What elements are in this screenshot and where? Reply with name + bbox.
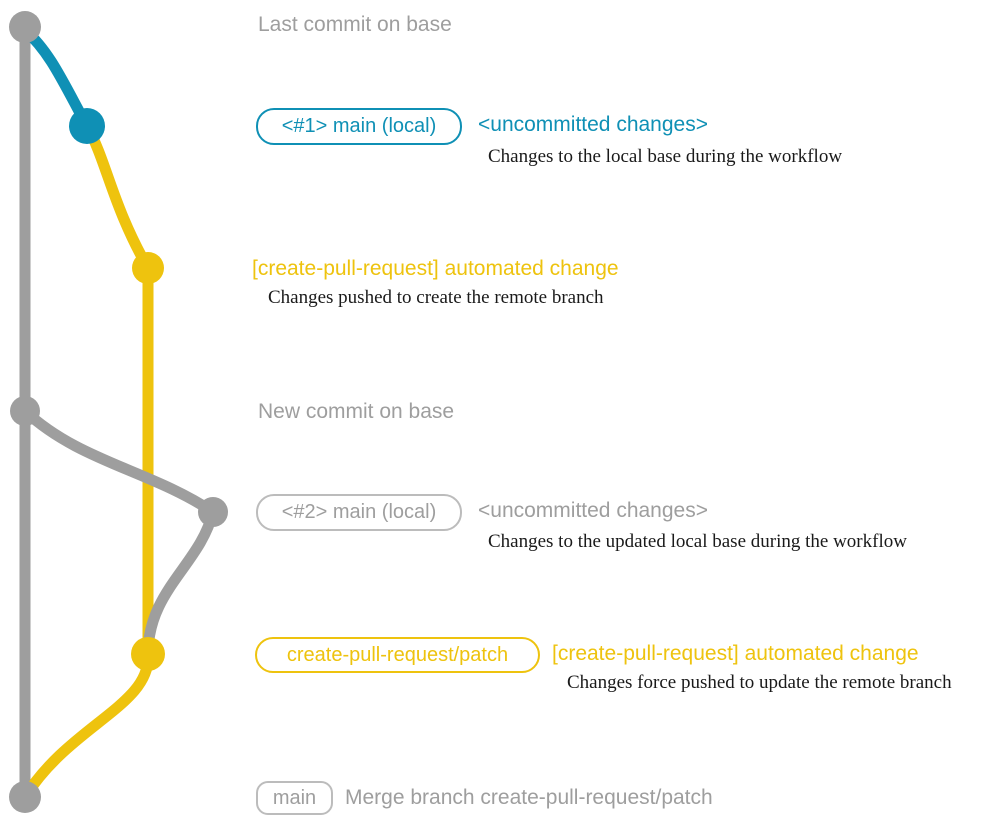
- commit-dot-automated-2: [131, 637, 165, 671]
- branch-badge-patch: create-pull-request/patch: [255, 637, 540, 673]
- label-automated-change-1: [create-pull-request] automated change: [252, 257, 619, 280]
- branch-badge-main: main: [256, 781, 333, 815]
- branch-badge-main-local-2-label: <#2> main (local): [281, 501, 437, 523]
- label-new-commit-on-base: New commit on base: [258, 400, 455, 423]
- commit-dot-uncommitted-1: [69, 108, 105, 144]
- desc-automated-change-2: Changes force pushed to update the remot…: [567, 672, 952, 693]
- branch-badge-main-local-1-label: <#1> main (local): [281, 115, 437, 137]
- local-to-patch-edge: [142, 506, 219, 660]
- label-last-commit-on-base: Last commit on base: [258, 13, 452, 36]
- git-graph: [9, 11, 228, 813]
- commit-dot-new-base: [10, 396, 40, 426]
- branch-badge-main-local-1: <#1> main (local): [256, 108, 462, 145]
- commit-dot-uncommitted-2: [198, 497, 228, 527]
- branch-badge-patch-label: create-pull-request/patch: [286, 643, 509, 666]
- commit-dot-last-base: [9, 11, 41, 43]
- label-uncommitted-changes-2: <uncommitted changes>: [478, 499, 708, 522]
- desc-automated-change-1: Changes pushed to create the remote bran…: [268, 287, 604, 308]
- branch-badge-main-label: main: [272, 786, 317, 809]
- desc-uncommitted-changes-2: Changes to the updated local base during…: [488, 531, 907, 552]
- label-merge-branch: Merge branch create-pull-request/patch: [345, 786, 713, 809]
- base-to-local-edge-2: [19, 405, 219, 518]
- commit-dot-merge: [9, 781, 41, 813]
- desc-uncommitted-changes-1: Changes to the local base during the wor…: [488, 146, 843, 167]
- patch-merge-edge: [19, 648, 154, 803]
- commit-dot-automated-1: [132, 252, 164, 284]
- label-uncommitted-changes-1: <uncommitted changes>: [478, 113, 708, 136]
- branch-badge-main-local-2: <#2> main (local): [256, 494, 462, 531]
- label-automated-change-2: [create-pull-request] automated change: [552, 642, 919, 665]
- patch-branch-edge: [81, 120, 154, 274]
